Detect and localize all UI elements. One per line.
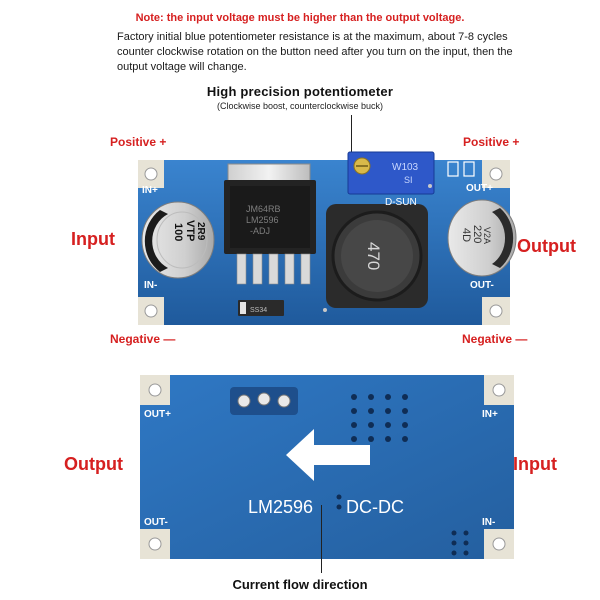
svg-text:220: 220 [471, 225, 483, 243]
svg-text:4D: 4D [460, 228, 472, 242]
top-in-plus-label: IN+ [142, 185, 158, 196]
warning-note: Note: the input voltage must be higher t… [135, 12, 465, 24]
dsun-silk-label: D-SUN [385, 197, 417, 208]
svg-text:V2A: V2A [482, 227, 492, 244]
lm2596-ic: JM64RB LM2596 -ADJ [224, 163, 316, 285]
output-label-bottom: Output [64, 454, 123, 474]
top-out-minus-label: OUT- [470, 280, 494, 291]
input-label-bottom: Input [513, 454, 557, 474]
svg-text:JM64RB: JM64RB [246, 204, 281, 214]
svg-text:470: 470 [364, 242, 383, 270]
description-text: Factory initial blue potentiometer resis… [117, 31, 513, 73]
bottom-chip-label: LM2596 [248, 497, 313, 517]
top-out-plus-label: OUT+ [466, 183, 493, 194]
input-capacitor: 100 VTP 2R9 [141, 201, 215, 279]
bottom-out-minus-label: OUT- [144, 517, 168, 528]
bottom-board: OUT+ OUT- IN+ IN- LM2596 DC-DC [140, 375, 514, 559]
svg-text:W103: W103 [392, 162, 419, 173]
positive-label-left: Positive + [110, 135, 167, 149]
bottom-in-plus-label: IN+ [482, 409, 498, 420]
svg-text:100: 100 [172, 223, 184, 241]
svg-text:SS34: SS34 [250, 307, 267, 314]
ss34-diode: SS34 [238, 300, 284, 316]
svg-text:2R9: 2R9 [195, 222, 206, 241]
negative-label-left: Negative — [110, 332, 176, 346]
svg-text:-ADJ: -ADJ [250, 226, 270, 236]
current-direction-arrow [286, 429, 370, 481]
current-flow-pointer-line [321, 505, 322, 573]
top-board: IN+ IN- OUT+ OUT- 100 VTP 2R9 JM64RB LM2… [138, 151, 517, 325]
potentiometer-pointer-line [351, 115, 352, 153]
output-label-top: Output [517, 236, 576, 256]
bottom-pcb [140, 375, 514, 559]
positive-label-right: Positive + [463, 135, 520, 149]
inductor-470: 470 [326, 204, 428, 308]
bottom-out-plus-label: OUT+ [144, 409, 171, 420]
svg-text:VTP: VTP [184, 220, 196, 241]
svg-text:LM2596: LM2596 [246, 215, 279, 225]
bottom-in-minus-label: IN- [482, 517, 495, 528]
current-flow-label: Current flow direction [232, 577, 368, 592]
via-grid [351, 394, 469, 556]
potentiometer-subtitle: (Clockwise boost, counterclockwise buck) [216, 101, 384, 111]
pot-solder-pads [230, 387, 298, 415]
input-label-top: Input [71, 229, 115, 249]
blue-potentiometer: W103 SI [347, 151, 435, 195]
top-in-minus-label: IN- [144, 280, 157, 291]
svg-text:SI: SI [404, 175, 413, 185]
output-capacitor: 4D 220 V2A [447, 199, 517, 277]
bottom-dcdc-label: DC-DC [346, 497, 404, 517]
potentiometer-title: High precision potentiometer [206, 84, 394, 99]
negative-label-right: Negative — [462, 332, 528, 346]
